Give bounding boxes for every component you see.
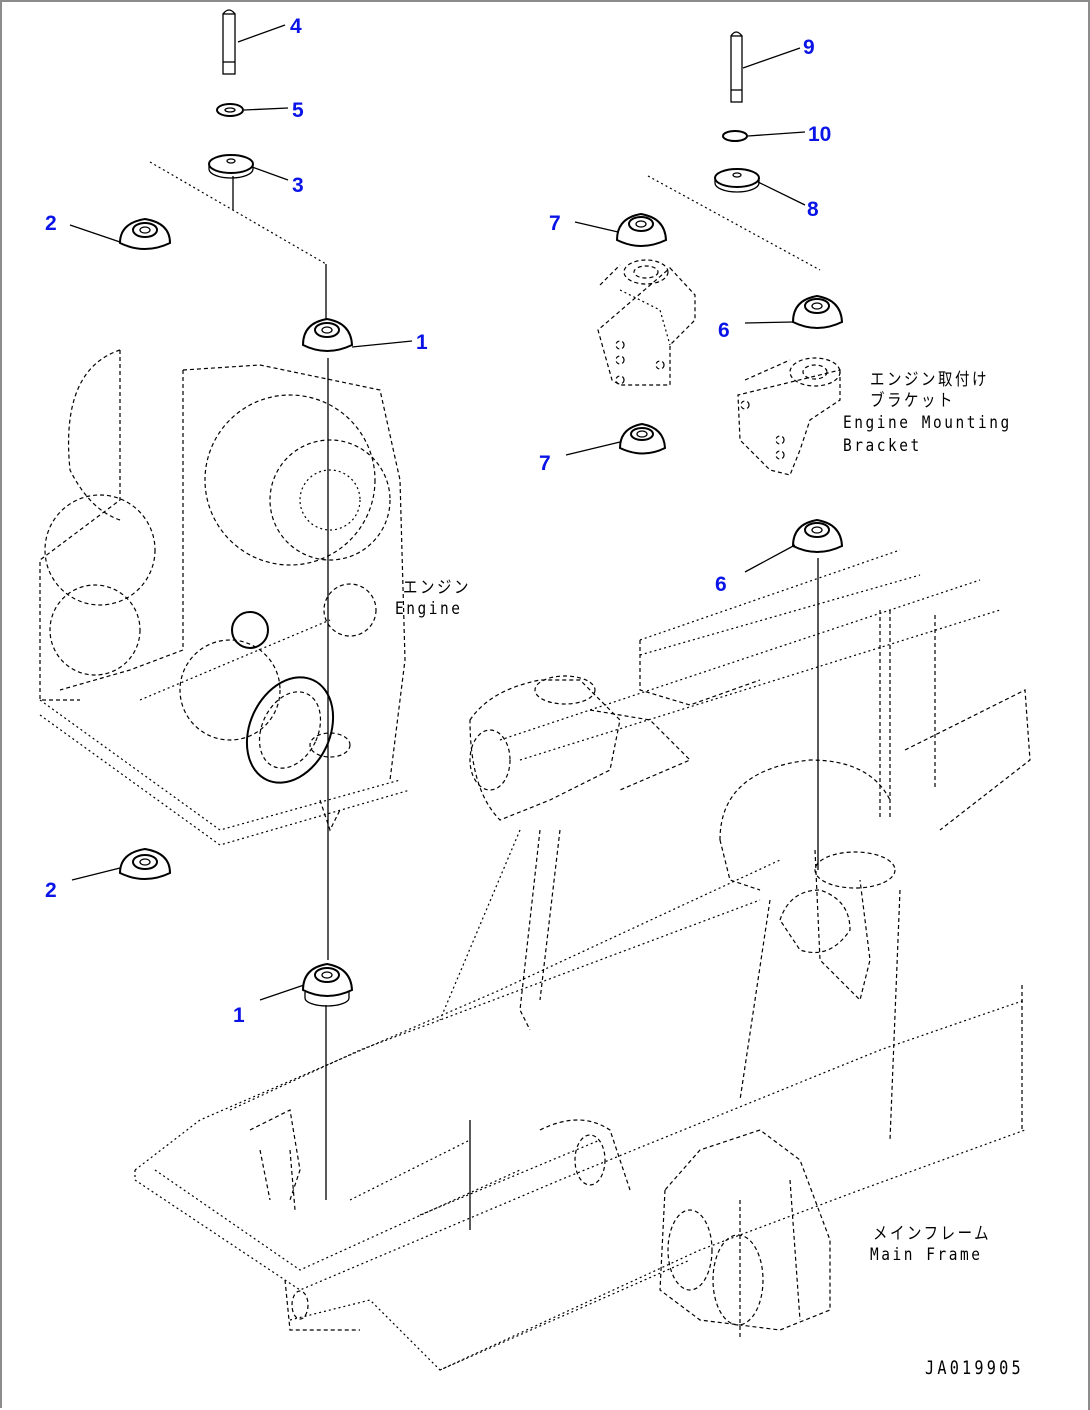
leader-line-1-top [351,340,413,348]
callout-5: 5 [292,99,304,122]
mounting-bracket-left [597,259,696,386]
bracket-label-jp-line2: ブラケット [870,391,955,411]
cushion-1-bottom [301,962,354,1007]
cushion-2-top [118,217,172,250]
bracket-label-en-line1: Engine Mounting [843,413,1012,433]
engine-drawing [39,349,411,846]
leader-line-4 [237,24,286,43]
bolt-9 [730,31,743,103]
projection-line-right [647,175,821,271]
main-frame-drawing [134,549,1031,1371]
bracket-label-jp-line1: エンジン取付け [870,370,989,390]
cushion-7-top [615,212,668,247]
cushion-1-top [301,317,354,352]
callout-3: 3 [292,174,304,197]
leader-line-7-top [574,221,619,233]
cushion-6-top [791,294,844,329]
drawing-number: JA019905 [925,1357,1024,1379]
bolt-4 [222,9,236,75]
leader-line-10 [747,131,806,137]
leader-line-6-bottom [744,544,796,573]
callout-1-top: 1 [416,331,428,354]
leader-line-6-top [744,321,794,324]
projection-line-left [149,161,327,265]
callout-2-top: 2 [45,212,57,235]
cushion-2-bottom [118,847,172,880]
leader-line-2-bottom [71,867,121,881]
leader-line-3 [251,166,289,181]
plate-washer-3 [208,154,254,179]
washer-10 [722,130,748,142]
callout-6-bottom: 6 [715,573,727,596]
leader-line-7-bottom [565,441,621,456]
leader-line-2-top [69,224,121,243]
cushion-7-bottom [618,422,667,455]
leader-line-9 [742,47,801,69]
plate-washer-8 [714,168,760,193]
bracket-label-en-line2: Bracket [843,436,922,456]
diagram-frame-edge [1088,0,1090,1410]
callout-7-bottom: 7 [539,452,551,475]
cushion-6-bottom [791,518,844,553]
leader-line-5 [243,107,289,111]
callout-9: 9 [803,36,815,59]
leader-line-1-bottom [259,984,305,1001]
callout-7-top: 7 [549,212,561,235]
callout-1-bottom: 1 [233,1004,245,1027]
frame-label-jp: メインフレーム [873,1224,992,1244]
washer-5 [216,103,244,117]
frame-label-en: Main Frame [870,1245,983,1265]
engine-label-en: Engine [395,599,463,619]
engine-label-jp: エンジン [403,578,471,598]
callout-6-top: 6 [718,319,730,342]
callout-2-bottom: 2 [45,879,57,902]
leader-line-8 [757,181,806,206]
callout-8: 8 [807,198,819,221]
mounting-bracket-right [737,357,841,476]
callout-4: 4 [290,15,302,38]
callout-10: 10 [808,123,832,146]
